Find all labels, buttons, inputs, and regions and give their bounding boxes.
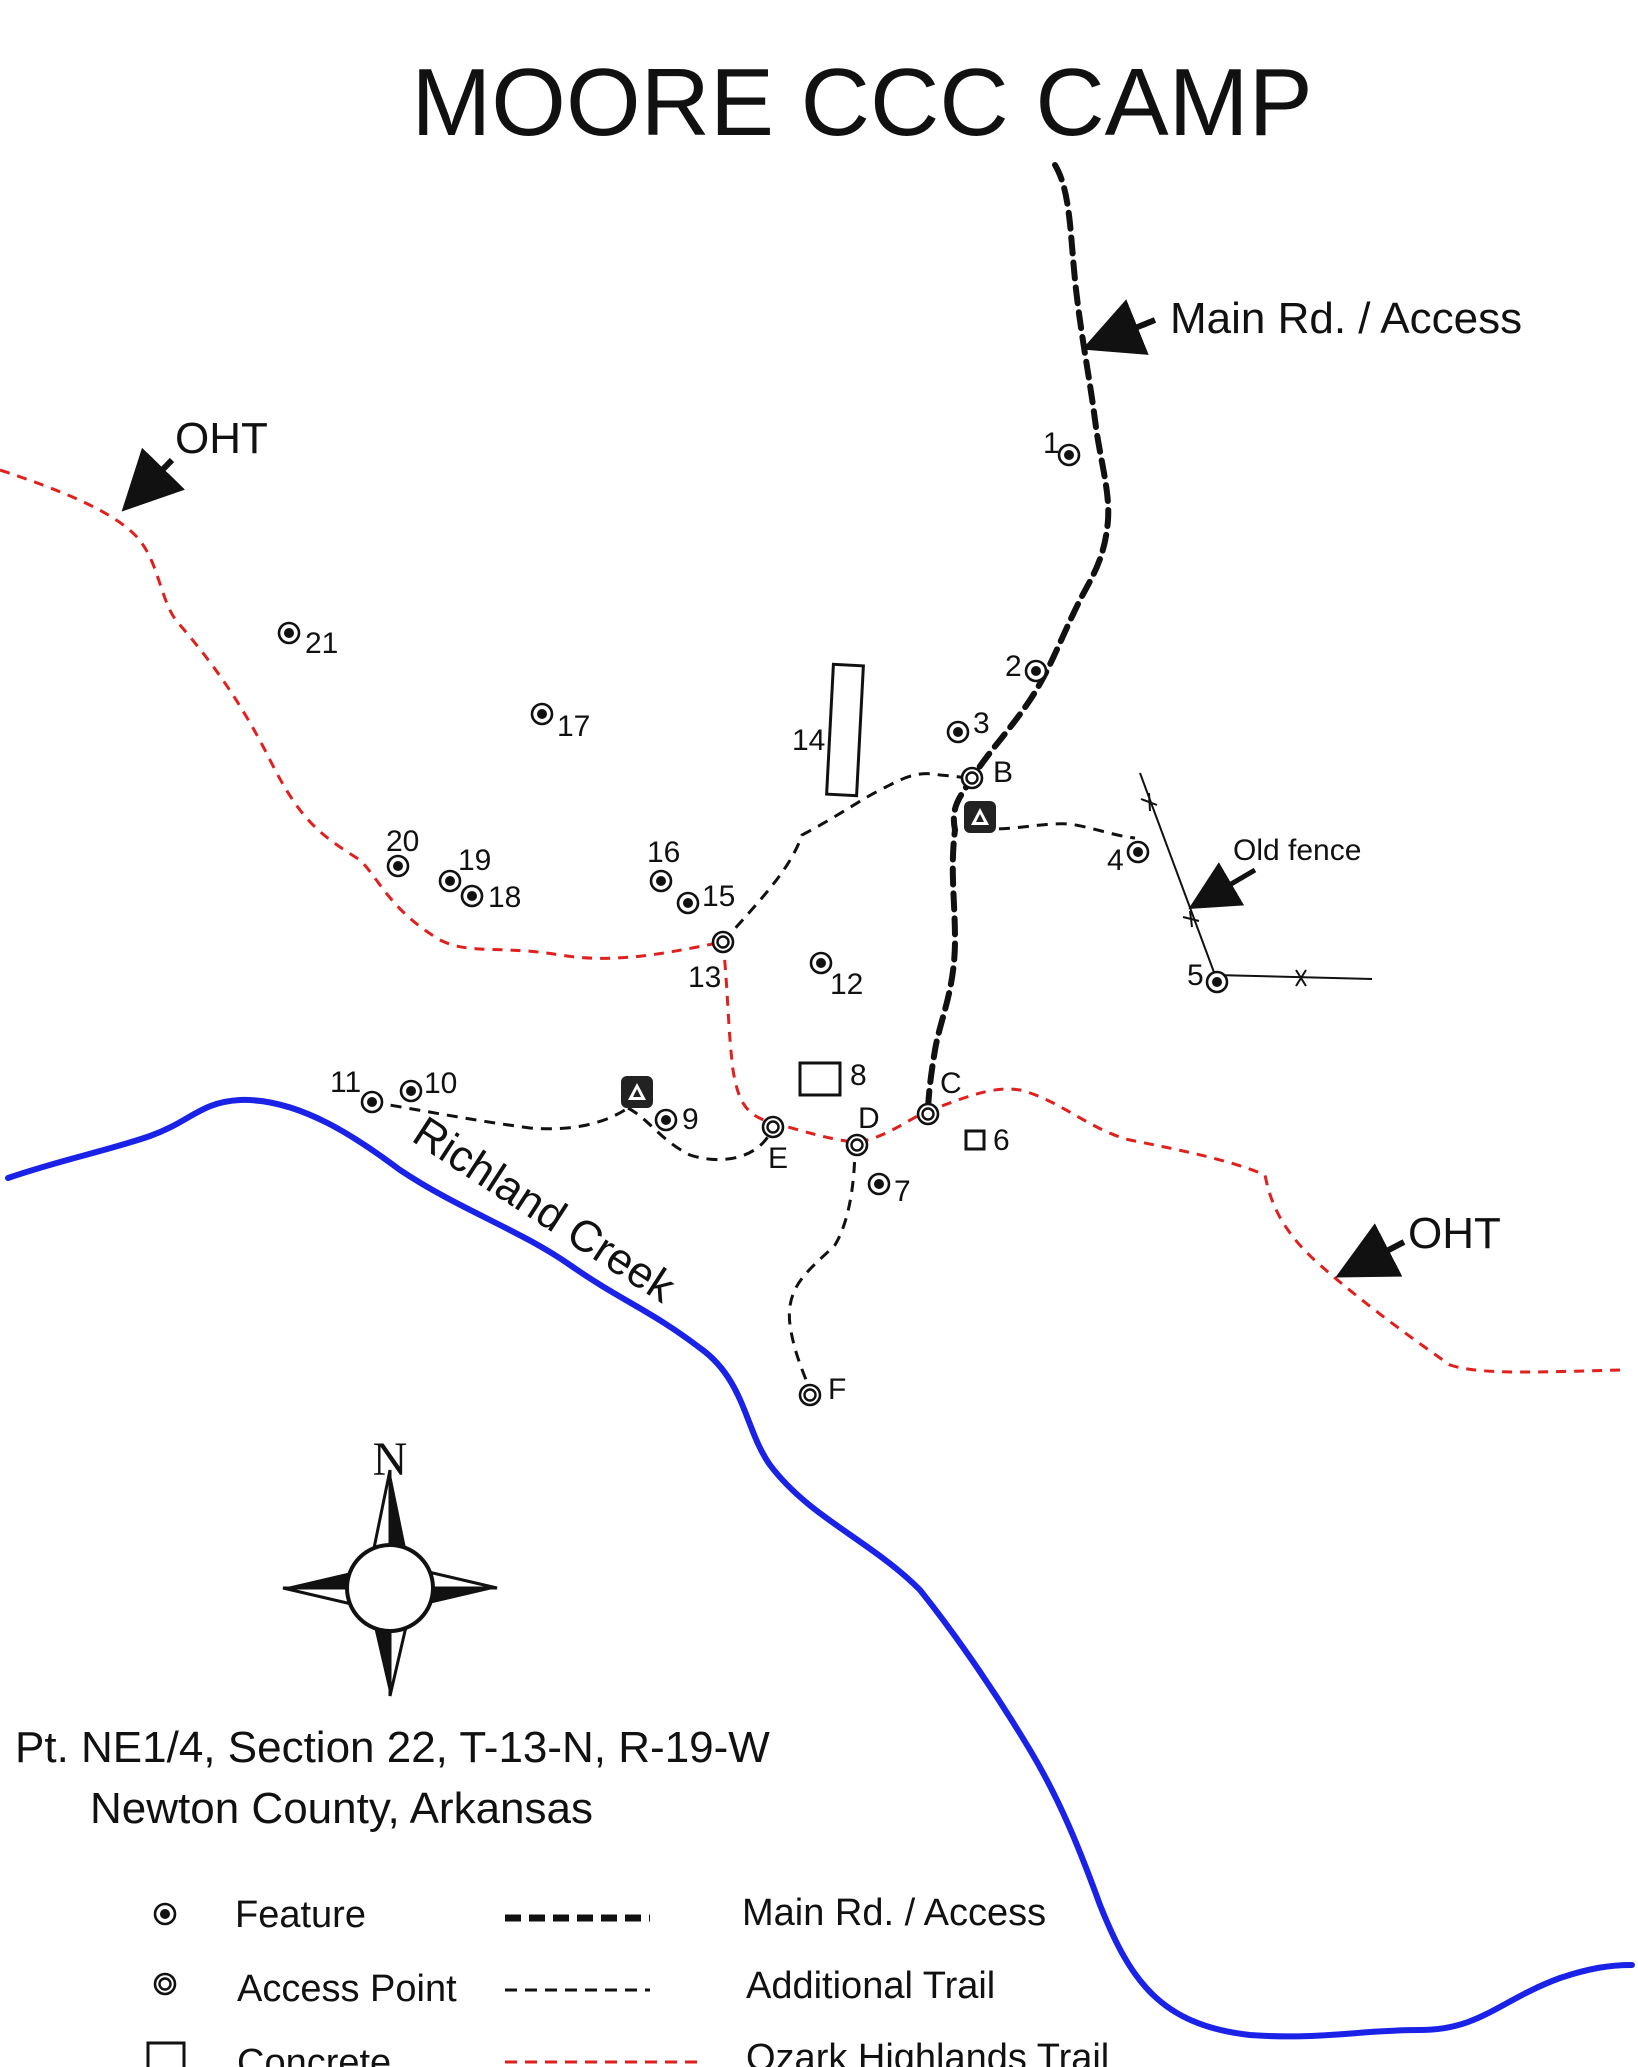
creek-label: Richland Creek [405,1107,685,1312]
concrete-6 [964,1129,986,1151]
feature-label-11: 11 [330,1066,361,1099]
feature-label-10: 10 [424,1067,457,1100]
feature-marker-16 [649,869,673,893]
access-label-b: B [993,756,1013,789]
feature-marker-19 [438,869,462,893]
map-title: MOORE CCC CAMP [411,49,1312,156]
feature-marker-21 [277,621,301,645]
feature-marker-2 [1024,659,1048,683]
access-label-f: F [828,1373,846,1406]
concrete-14 [825,662,865,798]
access-point-c [916,1102,940,1126]
feature-marker-17 [530,702,554,726]
legend-concrete-label: Concrete [237,2042,391,2067]
legend-access-point-label: Access Point [237,1968,457,2010]
legend-feature-label: Feature [235,1894,366,1936]
feature-marker-3 [946,720,970,744]
feature-label-6: 6 [993,1124,1010,1157]
location-line-2: Newton County, Arkansas [90,1784,593,1833]
concrete-8 [798,1061,842,1097]
legend-access-point-icon [153,1972,177,1996]
feature-label-20: 20 [386,825,419,858]
trail-d-to-f [787,1142,857,1394]
feature-label-4: 4 [1107,844,1124,877]
fence-x-marks [1140,792,1307,987]
trail-camp-to-e [627,1106,775,1162]
trail-11-to-camp [371,1100,629,1131]
compass-rose-icon [282,1469,498,1697]
feature-marker-5 [1205,970,1229,994]
access-point-f [798,1383,822,1407]
main-road-callout-label: Main Rd. / Access [1170,294,1522,343]
richland-creek-line [5,1096,1635,2040]
feature-label-18: 18 [488,881,521,914]
legend: Feature Access Point Concrete Main Rd. /… [146,1892,1109,2067]
oht-west-label: OHT [175,414,268,463]
trail-13-to-b [721,772,973,943]
feature-marker-12 [809,951,833,975]
ozark-trail-east [924,1087,1621,1374]
feature-label-19: 19 [458,844,491,877]
feature-label-16: 16 [647,836,680,869]
legend-concrete-icon [146,2041,186,2067]
ozark-trail-center [721,941,926,1144]
main-road-line [925,162,1112,1117]
ozark-trail-west [0,468,724,960]
feature-marker-10 [399,1079,423,1103]
access-point-11 [360,1090,384,1114]
campsite-icon [964,801,996,833]
oht-east-arrow [1335,1223,1406,1278]
feature-label-15: 15 [702,880,735,913]
legend-main-road-label: Main Rd. / Access [742,1892,1046,1934]
campsite-icon [621,1076,653,1108]
access-label-c: C [940,1067,962,1100]
compass-north-label: N [373,1433,408,1486]
access-point-13 [711,930,735,954]
feature-marker-4 [1126,840,1150,864]
old-fence-arrow [1188,862,1257,910]
feature-marker-9 [654,1108,678,1132]
feature-label-5: 5 [1187,959,1204,992]
access-point-d [845,1133,869,1157]
old-fence-line [1139,772,1373,980]
main-road-callout-arrow [1081,299,1157,355]
trail-camp-to-4 [979,822,1136,840]
feature-label-1: 1 [1043,427,1060,460]
feature-marker-7 [867,1172,891,1196]
legend-feature-icon [153,1902,177,1926]
feature-label-13: 13 [688,961,721,994]
feature-label-8: 8 [850,1059,867,1092]
old-fence-label: Old fence [1233,834,1361,867]
feature-label-7: 7 [894,1175,911,1208]
feature-label-2: 2 [1005,650,1022,683]
oht-east-label: OHT [1408,1209,1501,1258]
legend-additional-trail-label: Additional Trail [746,1965,995,2007]
access-label-e: E [768,1142,788,1175]
access-label-d: D [858,1102,880,1135]
feature-label-21: 21 [305,627,338,660]
location-line-1: Pt. NE1/4, Section 22, T-13-N, R-19-W [15,1723,770,1772]
access-point-b [960,766,984,790]
access-point-e [761,1115,785,1139]
feature-label-17: 17 [557,710,590,743]
feature-marker-20 [386,854,410,878]
feature-label-14: 14 [792,724,825,757]
feature-marker-1 [1057,443,1081,467]
feature-label-12: 12 [830,968,863,1001]
feature-label-9: 9 [682,1103,699,1136]
feature-label-3: 3 [973,707,990,740]
feature-marker-15 [676,891,700,915]
feature-marker-18 [460,884,484,908]
legend-ozark-trail-label: Ozark Highlands Trail [746,2037,1109,2067]
oht-west-arrow [121,447,186,512]
